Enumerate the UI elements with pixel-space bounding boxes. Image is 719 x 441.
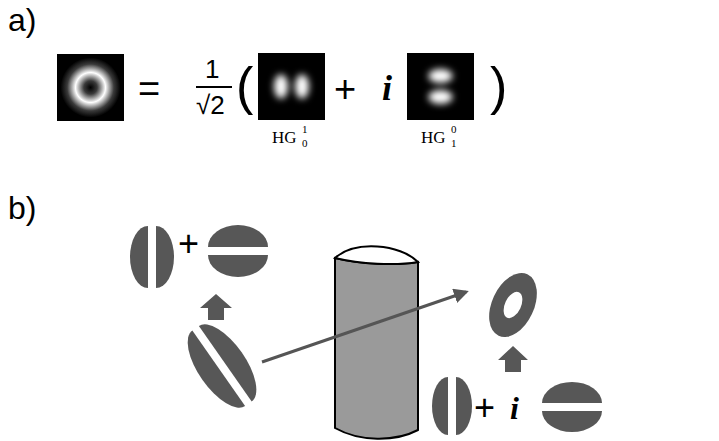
beam-arrow bbox=[262, 292, 466, 362]
plus-sign: + bbox=[178, 226, 199, 262]
mode-index: 1 bbox=[451, 138, 457, 149]
hg01-mode-image bbox=[407, 53, 474, 120]
donut-beam bbox=[480, 265, 547, 344]
parenthesis: ) bbox=[490, 60, 507, 112]
panel-letter: a) bbox=[8, 4, 36, 36]
plus-sign: + bbox=[474, 390, 495, 426]
fraction-denominator: √2 bbox=[196, 92, 225, 118]
equals-sign: = bbox=[138, 70, 160, 108]
parenthesis: ( bbox=[236, 60, 253, 112]
hg01-lobes bbox=[542, 382, 602, 432]
imaginary-unit: i bbox=[382, 70, 392, 106]
mode-index: 0 bbox=[302, 138, 308, 149]
mode-index: 0 bbox=[451, 124, 457, 135]
donut-mode-image bbox=[57, 54, 124, 121]
fraction-numerator: 1 bbox=[205, 56, 219, 82]
plus-sign: + bbox=[334, 70, 356, 108]
hg01-lobes bbox=[208, 225, 268, 277]
decomposition-arrow bbox=[200, 294, 232, 320]
cylindrical-lens bbox=[335, 246, 418, 438]
hg10-lobes bbox=[130, 226, 174, 288]
diagonal-hg-lobes bbox=[176, 315, 268, 418]
decomposition-arrow bbox=[498, 346, 528, 372]
hg10-lobes bbox=[432, 377, 472, 435]
mode-index: 1 bbox=[302, 124, 308, 135]
hg10-mode-image bbox=[258, 53, 325, 120]
mode-name: HG bbox=[272, 129, 297, 146]
imaginary-unit: i bbox=[510, 392, 519, 424]
mode-name: HG bbox=[421, 129, 446, 146]
fraction-bar bbox=[196, 86, 232, 88]
panel-letter: b) bbox=[8, 192, 36, 224]
